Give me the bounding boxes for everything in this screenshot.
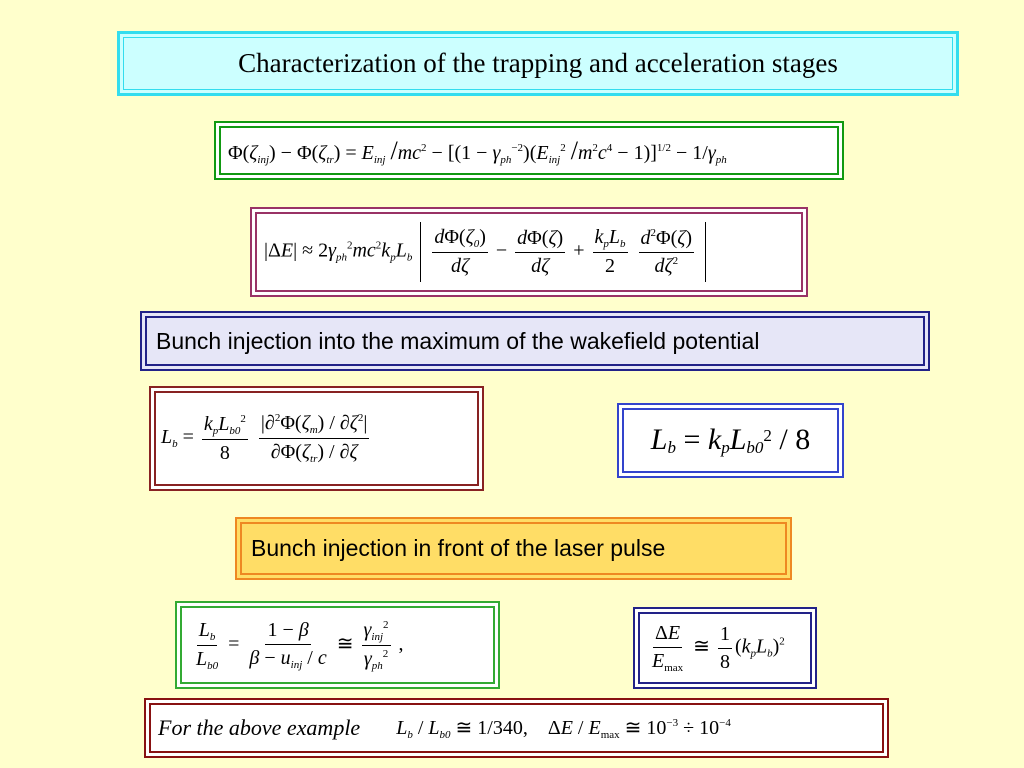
slide-title: Characterization of the trapping and acc… [238,48,838,78]
banner-maximum-text: Bunch injection into the maximum of the … [156,327,760,354]
example-label: For the above example [158,715,361,740]
banner-maximum-injection: Bunch injection into the maximum of the … [140,311,930,371]
banner-front-injection: Bunch injection in front of the laser pu… [235,517,792,580]
equation-potential-difference: Φ(ζinj) − Φ(ζtr) = Einj /mc2 − [(1 − γph… [214,121,844,180]
equation-bunch-length-result: Lb = kpLb02 / 8 [617,403,844,478]
title-box: Characterization of the trapping and acc… [117,31,959,96]
example-box: For the above example Lb / Lb0 ≅ 1/340, … [144,698,889,758]
example-values: Lb / Lb0 ≅ 1/340, ΔE / Emax ≅ 10−3 ÷ 10−… [396,717,731,741]
equation-energy-spread: |ΔE| ≈ 2γph2mc2kpLb dΦ(ζ0)dζ − dΦ(ζ)dζ +… [250,207,808,297]
banner-front-text: Bunch injection in front of the laser pu… [251,535,666,561]
